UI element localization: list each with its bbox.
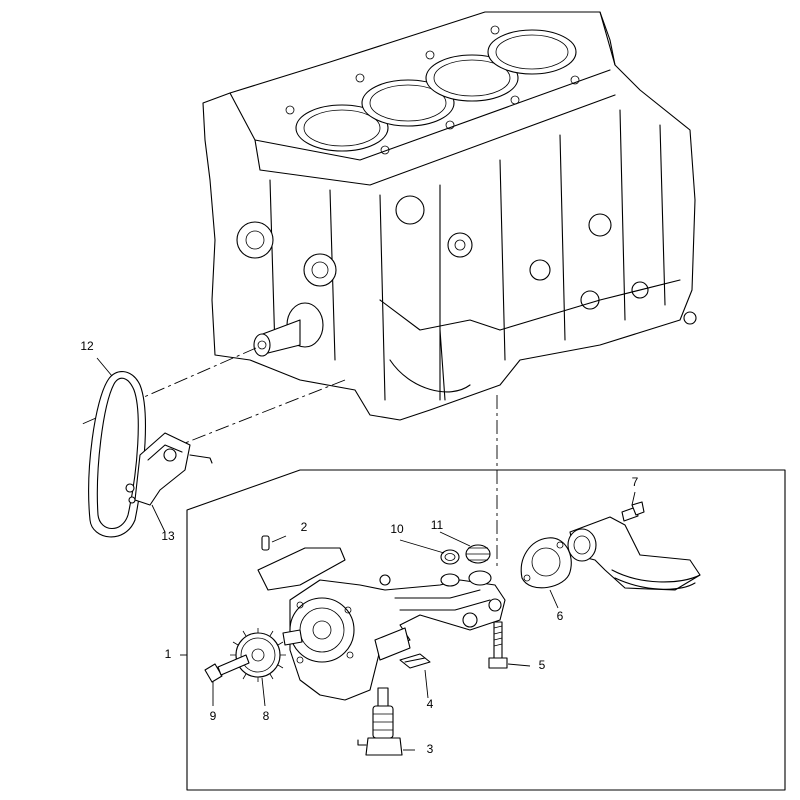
part-2-dowel <box>261 535 270 551</box>
parts-10-11-seals <box>440 544 492 587</box>
callout-3: 3 <box>427 742 434 756</box>
callout-8: 8 <box>263 709 270 723</box>
part-5-bolt <box>488 621 508 669</box>
callout-9: 9 <box>210 709 217 723</box>
part-3-solenoid-valve <box>357 687 403 756</box>
callout-7: 7 <box>632 475 639 489</box>
leader-lines <box>96 357 636 751</box>
callout-10: 10 <box>390 522 404 536</box>
oil-pump-assembly <box>257 547 506 701</box>
callout-labels: 1 2 3 4 5 6 7 8 9 10 11 12 13 <box>80 339 638 756</box>
part-6-gasket <box>520 537 572 589</box>
callout-5: 5 <box>539 658 546 672</box>
timing-chain <box>88 371 146 538</box>
callout-6: 6 <box>557 609 564 623</box>
chain-tensioner <box>125 432 213 506</box>
part-4-clip <box>399 653 431 669</box>
engine-block <box>202 11 697 421</box>
part-7-bolt <box>621 501 645 522</box>
callout-1: 1 <box>165 647 172 661</box>
assembly-frame <box>186 469 786 791</box>
part-9-bolt <box>204 654 250 683</box>
oil-pickup <box>567 516 701 591</box>
callout-11: 11 <box>431 518 444 532</box>
part-8-sprocket <box>230 628 286 682</box>
callout-12: 12 <box>80 339 94 353</box>
callout-2: 2 <box>301 520 308 534</box>
callout-13: 13 <box>161 529 175 543</box>
callout-4: 4 <box>427 697 434 711</box>
